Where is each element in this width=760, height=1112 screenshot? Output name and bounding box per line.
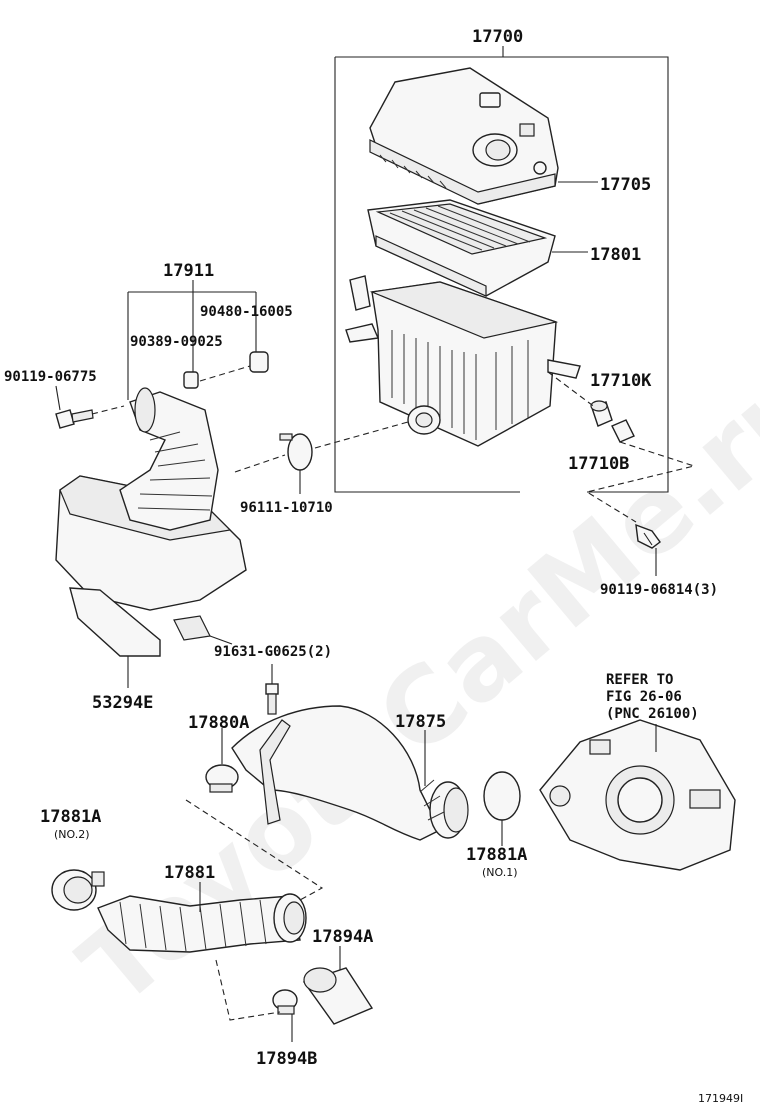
- label-refer-to: REFER TO: [606, 672, 673, 688]
- clamp-17880a: [205, 764, 239, 793]
- air-filter-element: [367, 199, 556, 297]
- label-17801: 17801: [590, 245, 641, 265]
- label-90480-16005: 90480-16005: [200, 304, 293, 320]
- throttle-body: [539, 719, 736, 871]
- label-refer-pnc: (PNC 26100): [606, 706, 699, 722]
- label-53294e: 53294E: [92, 693, 153, 713]
- label-17710b: 17710B: [568, 454, 629, 474]
- air-hose-17881: [97, 893, 307, 953]
- leader-17911-tree: [127, 280, 257, 400]
- dash-grommet-collar: [199, 365, 251, 382]
- label-17880a: 17880A: [188, 713, 249, 733]
- air-hose-17875: [231, 705, 469, 841]
- label-17875: 17875: [395, 712, 446, 732]
- label-17894b: 17894B: [256, 1049, 317, 1069]
- leader-91631-top: [209, 635, 233, 645]
- dash-17881-17894b: [215, 959, 281, 1021]
- label-90119-06814: 90119-06814(3): [600, 582, 718, 598]
- sleeve-17894a: [302, 967, 374, 1025]
- clamp-17881a-no1: [483, 771, 521, 821]
- label-refer-fig: FIG 26-06: [606, 689, 682, 705]
- grommet-17710b: [590, 400, 613, 427]
- label-17710k: 17710K: [590, 371, 652, 391]
- label-17881a-no2: 17881A: [40, 807, 101, 827]
- grommet-90389: [183, 371, 199, 389]
- label-17881a-no1: 17881A: [466, 845, 527, 865]
- assembly-frame-17700: [334, 56, 669, 493]
- bolt-90119-06775: [55, 409, 94, 429]
- dash-grommet-bolt: [585, 441, 697, 523]
- air-cleaner-case: [345, 275, 581, 447]
- label-17705: 17705: [600, 175, 651, 195]
- label-90119-06775: 90119-06775: [4, 369, 97, 385]
- collar-90480: [249, 351, 269, 373]
- leader-90119-06775: [55, 385, 61, 411]
- label-96111-10710: 96111-10710: [240, 500, 333, 516]
- label-91631-g0625: 91631-G0625(2): [214, 644, 332, 660]
- dash-case-grommet: [547, 371, 597, 409]
- label-17911: 17911: [163, 261, 214, 281]
- air-inlet-duct: [55, 387, 247, 611]
- air-cleaner-cap: [369, 67, 559, 205]
- clamp-17881a-no2: [51, 869, 105, 911]
- clamp-17894b: [272, 989, 298, 1015]
- diagram-id: 171949I: [698, 1092, 743, 1105]
- label-90389-09025: 90389-09025: [130, 334, 223, 350]
- dash-17880a-17881: [185, 799, 324, 901]
- dash-duct-clamp-case: [234, 421, 409, 473]
- label-17881: 17881: [164, 863, 215, 883]
- collar-17710k: [611, 419, 635, 443]
- clamp-96111: [279, 433, 313, 471]
- bolt-90119-06814: [635, 523, 661, 549]
- label-17700: 17700: [472, 27, 523, 47]
- note-no2: (NO.2): [54, 828, 90, 841]
- dash-bolt-duct: [91, 405, 125, 415]
- label-17894a: 17894A: [312, 927, 373, 947]
- deflector-53294e: [69, 587, 211, 657]
- bolt-91631: [265, 683, 279, 715]
- note-no1: (NO.1): [482, 866, 518, 879]
